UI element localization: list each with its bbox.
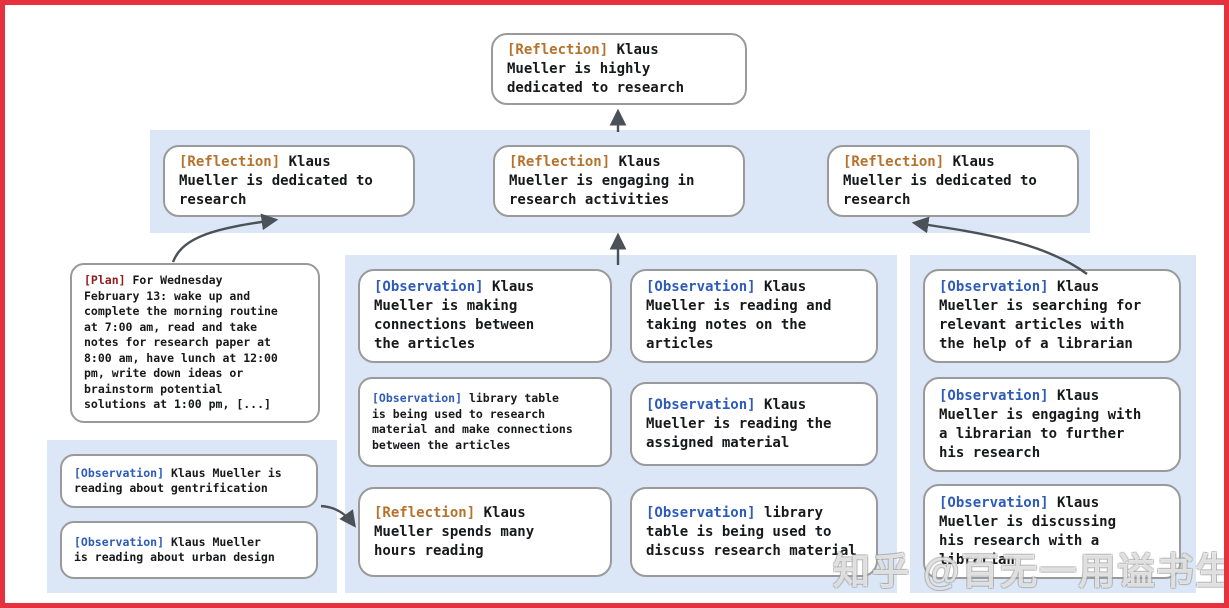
node-text: Klaus Mueller is reading about gentrific…	[74, 465, 282, 496]
observation-tag: [Observation]	[646, 279, 756, 295]
node-text: Klaus Mueller is discussing his research…	[939, 494, 1117, 568]
node-content: [Observation] Klaus Mueller is discussin…	[925, 494, 1130, 570]
node-content: [Observation] Klaus Mueller is reading a…	[632, 278, 845, 354]
node-text: Klaus Mueller is engaging with a librari…	[939, 387, 1142, 461]
reflection-tag: [Reflection]	[507, 41, 609, 58]
node-text: Klaus Mueller is making connections betw…	[374, 279, 535, 352]
node-text: Klaus Mueller spends many hours reading	[374, 504, 535, 559]
node-reflection-hours-reading: [Reflection] Klaus Mueller spends many h…	[358, 487, 612, 577]
node-content: [Observation] library table is being use…	[360, 391, 585, 453]
node-content: [Observation] Klaus Mueller is reading t…	[632, 396, 845, 453]
node-observation-searching-articles: [Observation] Klaus Mueller is searching…	[923, 269, 1181, 363]
node-text: Klaus Mueller is dedicated to research	[179, 153, 373, 208]
reflection-tag: [Reflection]	[843, 153, 945, 170]
observation-tag: [Observation]	[74, 465, 165, 480]
node-text: Klaus Mueller is reading and taking note…	[646, 279, 832, 352]
node-content: [Reflection] Klaus Mueller is engaging i…	[495, 153, 708, 210]
node-text: For Wednesday February 13: wake up and c…	[84, 273, 278, 412]
node-text: Klaus Mueller is reading the assigned ma…	[646, 396, 832, 451]
node-content: [Observation] Klaus Mueller is searching…	[925, 278, 1155, 354]
node-observation-assigned-material: [Observation] Klaus Mueller is reading t…	[630, 382, 878, 466]
node-content: [Observation] Klaus Mueller is engaging …	[925, 387, 1155, 463]
node-top-reflection: [Reflection] Klaus Mueller is highly ded…	[491, 33, 747, 105]
observation-tag: [Observation]	[74, 534, 165, 549]
node-reflection-left: [Reflection] Klaus Mueller is dedicated …	[163, 145, 415, 217]
node-content: [Reflection] Klaus Mueller is highly ded…	[493, 41, 698, 98]
reflection-tag: [Reflection]	[179, 153, 281, 170]
node-text: library table is being used to discuss r…	[646, 504, 857, 559]
node-observation-taking-notes: [Observation] Klaus Mueller is reading a…	[630, 269, 878, 363]
node-content: [Observation] Klaus Mueller is reading a…	[62, 466, 294, 497]
node-observation-connections: [Observation] Klaus Mueller is making co…	[358, 269, 612, 363]
node-observation-discussing-librarian: [Observation] Klaus Mueller is discussin…	[923, 484, 1181, 579]
observation-tag: [Observation]	[939, 494, 1049, 511]
zhihu-watermark: 知乎 @百无一用谥书生	[833, 551, 1229, 592]
node-observation-engaging-librarian: [Observation] Klaus Mueller is engaging …	[923, 377, 1181, 472]
node-observation-gentrification: [Observation] Klaus Mueller is reading a…	[60, 454, 318, 508]
reflection-tag: [Reflection]	[509, 153, 611, 170]
node-content: [Observation] library table is being use…	[632, 504, 871, 561]
node-text: Klaus Mueller is reading about urban des…	[74, 534, 275, 565]
node-observation-urban-design: [Observation] Klaus Mueller is reading a…	[60, 521, 318, 579]
node-text: Klaus Mueller is searching for relevant …	[939, 279, 1142, 352]
node-text: library table is being used to research …	[372, 391, 573, 452]
node-reflection-right: [Reflection] Klaus Mueller is dedicated …	[827, 145, 1079, 217]
node-text: Klaus Mueller is dedicated to research	[843, 153, 1037, 208]
node-content: [Observation] Klaus Mueller is reading a…	[62, 535, 287, 566]
node-plan: [Plan] For Wednesday February 13: wake u…	[70, 263, 320, 423]
node-content: [Observation] Klaus Mueller is making co…	[360, 278, 548, 354]
node-text: Klaus Mueller is highly dedicated to res…	[507, 41, 685, 96]
node-text: Klaus Mueller is engaging in research ac…	[509, 153, 695, 208]
observation-tag: [Observation]	[646, 396, 756, 413]
node-reflection-center: [Reflection] Klaus Mueller is engaging i…	[493, 145, 745, 217]
node-content: [Reflection] Klaus Mueller spends many h…	[360, 504, 548, 561]
observation-tag: [Observation]	[646, 504, 756, 521]
node-content: [Reflection] Klaus Mueller is dedicated …	[165, 153, 387, 210]
reflection-tag: [Reflection]	[374, 504, 476, 521]
node-content: [Reflection] Klaus Mueller is dedicated …	[829, 153, 1051, 210]
node-observation-library-research: [Observation] library table is being use…	[358, 377, 612, 467]
observation-tag: [Observation]	[939, 279, 1049, 295]
node-content: [Plan] For Wednesday February 13: wake u…	[72, 273, 290, 413]
node-observation-library-discuss: [Observation] library table is being use…	[630, 487, 878, 577]
observation-tag: [Observation]	[372, 391, 463, 405]
plan-tag: [Plan]	[84, 273, 126, 288]
observation-tag: [Observation]	[374, 279, 484, 295]
observation-tag: [Observation]	[939, 387, 1049, 404]
